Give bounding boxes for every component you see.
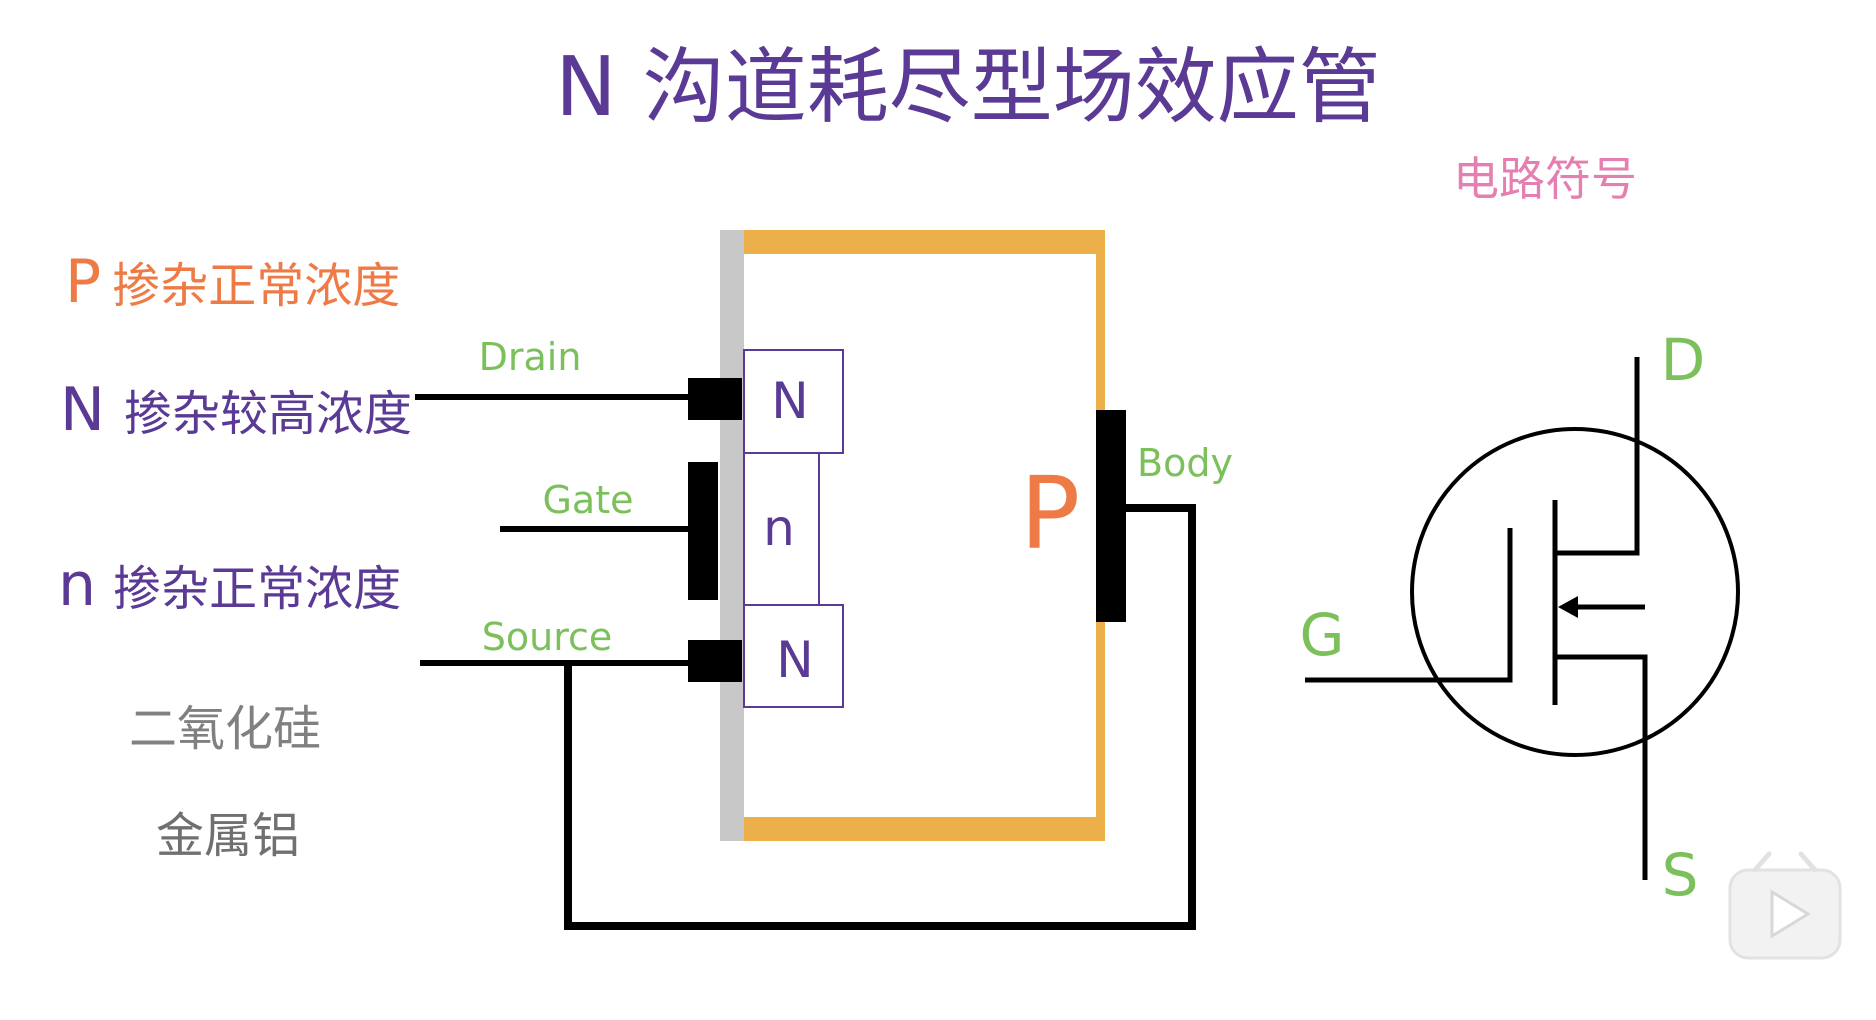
drain-label: Drain <box>479 335 582 379</box>
gate-label: Gate <box>542 478 633 522</box>
legend: P 掺杂正常浓度 N 掺杂较高浓度 n 掺杂正常浓度 二氧化硅 金属铝 <box>58 247 412 864</box>
symbol-source-lead <box>1555 654 1648 880</box>
legend-item-n-normal: n 掺杂正常浓度 <box>58 550 401 620</box>
legend-text: 掺杂正常浓度 <box>113 561 401 617</box>
source-body-loop-wire <box>564 504 1196 930</box>
legend-key: n <box>58 550 96 620</box>
legend-item-oxide: 二氧化硅 <box>129 701 321 757</box>
symbol-drain-label: D <box>1661 326 1706 394</box>
body-contact <box>1096 410 1126 622</box>
legend-text: 掺杂较高浓度 <box>124 386 412 442</box>
source-n-region <box>743 604 844 708</box>
source-label: Source <box>482 615 613 659</box>
oxide-layer <box>720 230 744 841</box>
legend-item-n-high: N 掺杂较高浓度 <box>60 375 412 445</box>
circuit-symbol: D G S <box>1300 326 1740 909</box>
p-substrate-top-edge <box>740 230 1105 254</box>
device-cross-section: N n N P Drain Gate Source Body <box>415 230 1233 930</box>
page-title: N 沟道耗尽型场效应管 <box>555 40 1380 135</box>
source-region-label: N <box>776 631 813 689</box>
symbol-source-label: S <box>1662 841 1699 909</box>
symbol-gate-label: G <box>1300 601 1345 669</box>
drain-contact <box>688 378 742 420</box>
symbol-heading: 电路符号 <box>1453 152 1637 206</box>
p-substrate-bottom-edge <box>740 817 1105 841</box>
substrate-region-label: P <box>1020 455 1080 572</box>
channel-n-region <box>743 452 820 606</box>
legend-text: 掺杂正常浓度 <box>112 258 400 314</box>
symbol-body-arrow <box>1558 596 1578 618</box>
source-contact <box>688 640 742 682</box>
drain-region-label: N <box>771 372 808 430</box>
play-icon[interactable] <box>1728 851 1842 960</box>
symbol-circle <box>1410 427 1740 757</box>
legend-item-metal: 金属铝 <box>156 808 300 864</box>
symbol-drain-lead <box>1555 357 1640 556</box>
channel-region-label: n <box>763 499 795 557</box>
legend-item-p: P 掺杂正常浓度 <box>65 247 400 317</box>
body-label: Body <box>1137 441 1233 485</box>
gate-contact <box>688 462 718 600</box>
legend-key: N <box>60 375 105 445</box>
legend-key: P <box>65 247 101 317</box>
symbol-gate-lead <box>1305 528 1513 683</box>
